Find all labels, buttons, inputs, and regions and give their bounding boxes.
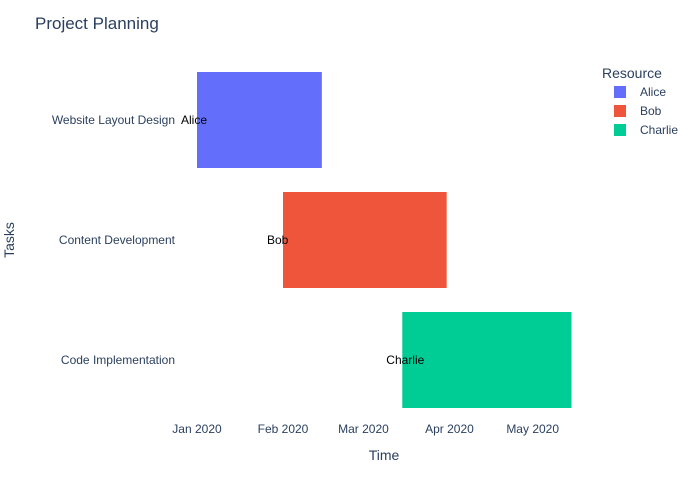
y-tick-label: Code Implementation [61,353,175,367]
y-tick-label: Website Layout Design [52,113,175,127]
legend-swatch-charlie [614,124,626,136]
gantt-bar-bob [283,192,447,288]
legend-swatch-bob [614,105,626,117]
x-tick-label: Mar 2020 [338,422,389,436]
bar-label: Charlie [386,353,424,367]
x-axis-title: Time [369,447,400,463]
legend-swatch-alice [614,86,626,98]
x-tick-label: Apr 2020 [425,422,474,436]
legend-title: Resource [602,65,662,81]
legend-label: Alice [640,85,666,99]
x-tick-label: Jan 2020 [172,422,222,436]
gantt-bar-alice [197,72,322,168]
gantt-bar-charlie [402,312,572,408]
x-tick-label: May 2020 [506,422,559,436]
y-axis-title: Tasks [1,222,17,258]
legend-label: Bob [640,104,662,118]
y-tick-label: Content Development [59,233,176,247]
legend-label: Charlie [640,123,678,137]
chart-title: Project Planning [35,14,159,33]
x-tick-label: Feb 2020 [258,422,309,436]
x-axis-ticks: Jan 2020 Feb 2020 Mar 2020 Apr 2020 May 2020 [172,422,559,436]
bar-label: Alice [181,113,207,127]
bar-label: Bob [267,233,289,247]
